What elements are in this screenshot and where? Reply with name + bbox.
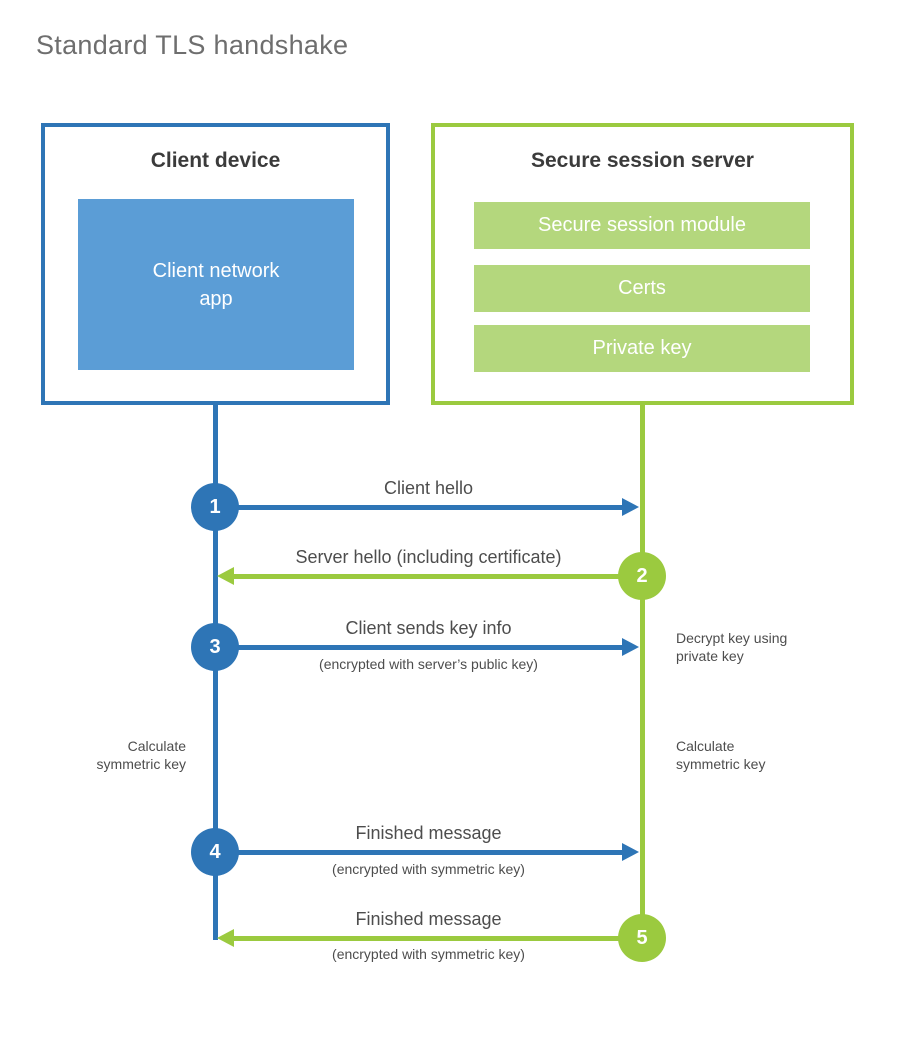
client-device-box: Client device Client network app: [41, 123, 390, 405]
message-5-arrowhead-left-icon: [217, 929, 234, 947]
client-device-title: Client device: [150, 149, 281, 172]
server-title: Secure session server: [531, 149, 754, 172]
step-circle-5: 5: [618, 914, 666, 962]
message-1-label: Client hello: [383, 478, 474, 498]
message-4-sublabel: (encrypted with symmetric key): [332, 861, 525, 877]
message-2-label: Server hello (including certificate): [295, 547, 562, 567]
message-1-arrow-line: [215, 505, 622, 510]
message-3-arrowhead-right-icon: [622, 638, 639, 656]
message-3-sublabel: (encrypted with server’s public key): [319, 656, 538, 672]
message-1-arrowhead-right-icon: [622, 498, 639, 516]
note-calculate-symmetric-key-client: Calculate symmetric key: [96, 738, 186, 772]
step-circle-1: 1: [191, 483, 239, 531]
client-lifeline: [213, 405, 218, 940]
server-module-private-key: Private key: [474, 325, 810, 372]
server-module-certs: Certs: [474, 265, 810, 312]
client-network-app-box: Client network app: [78, 199, 354, 370]
message-5-sublabel: (encrypted with symmetric key): [332, 946, 525, 962]
message-5-label: Finished message: [355, 909, 502, 929]
page-title: Standard TLS handshake: [36, 30, 349, 60]
message-4-label: Finished message: [355, 823, 502, 843]
message-2-arrow-line: [232, 574, 642, 579]
message-2-arrowhead-left-icon: [217, 567, 234, 585]
message-4-arrow-line: [215, 850, 622, 855]
message-4-arrowhead-right-icon: [622, 843, 639, 861]
message-3-label: Client sends key info: [345, 618, 512, 638]
secure-session-server-box: Secure session server Secure session mod…: [431, 123, 854, 405]
note-decrypt-key: Decrypt key using private key: [676, 630, 788, 664]
step-circle-3: 3: [191, 623, 239, 671]
step-circle-2: 2: [618, 552, 666, 600]
note-calculate-symmetric-key-server: Calculate symmetric key: [676, 738, 766, 772]
server-lifeline: [640, 405, 645, 940]
message-3-arrow-line: [215, 645, 622, 650]
server-module-secure-session: Secure session module: [474, 202, 810, 249]
message-5-arrow-line: [232, 936, 642, 941]
step-circle-4: 4: [191, 828, 239, 876]
